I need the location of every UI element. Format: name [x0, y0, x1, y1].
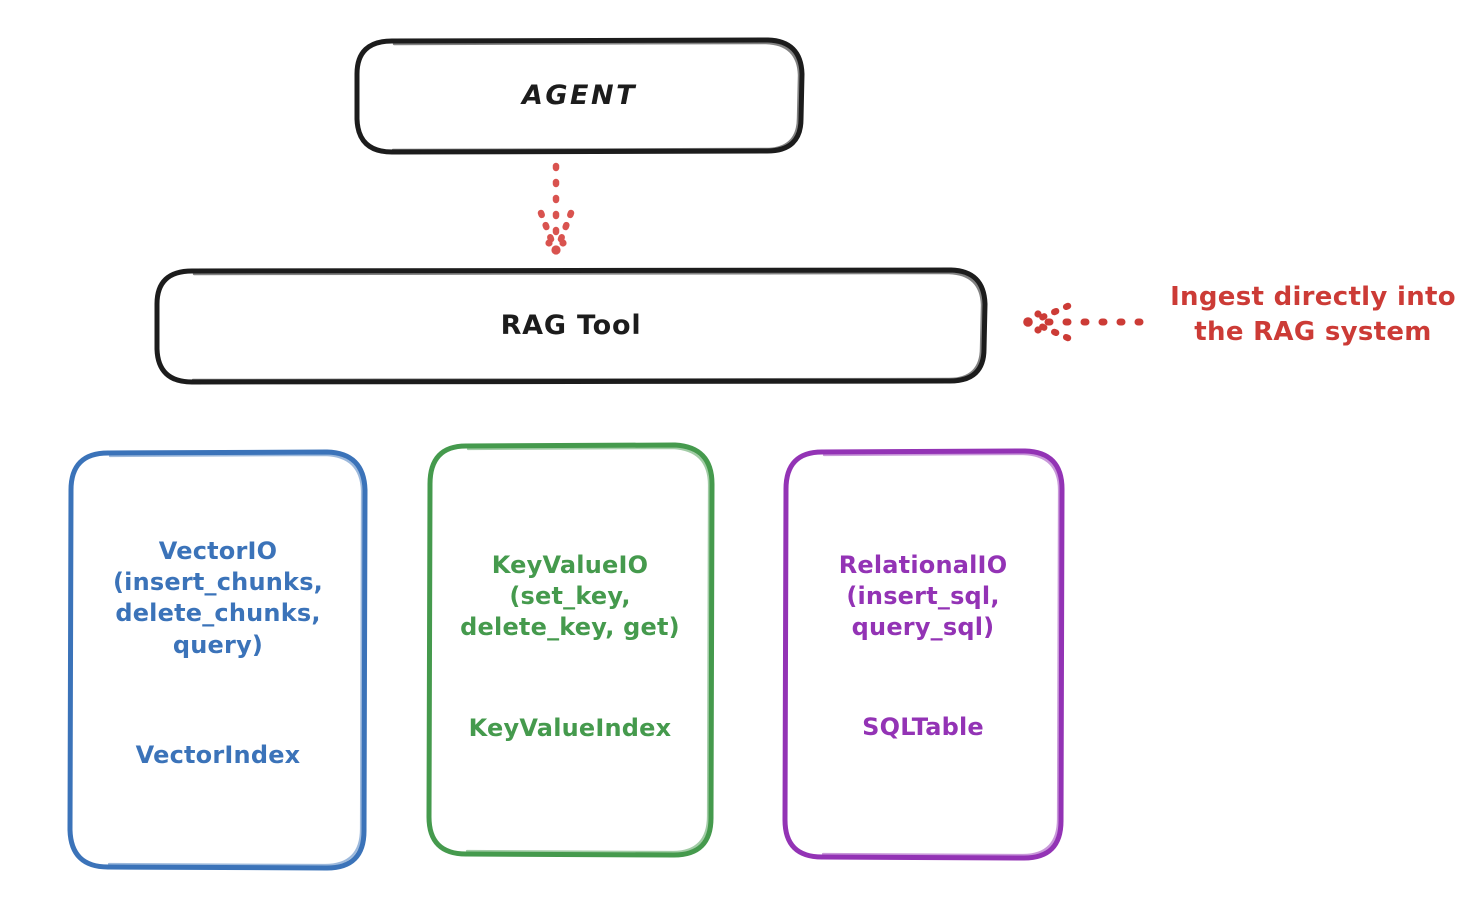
ingest-annotation-text: Ingest directly into the RAG system: [1170, 282, 1456, 347]
relational-io-box[interactable]: [782, 448, 1065, 861]
relational-io-api-label: RelationalIO (insert_sql, query_sql): [838, 551, 1008, 642]
key-value-io-api-label: KeyValueIO (set_key, delete_key, get): [460, 551, 680, 642]
agent-box[interactable]: [354, 37, 805, 155]
rag-tool-label: RAG Tool: [500, 309, 642, 341]
key-value-io-box[interactable]: [426, 442, 715, 858]
ingest-arrow-connector: [1023, 302, 1144, 342]
vector-io-api-label: VectorIO (insert_chunks, delete_chunks, …: [113, 537, 323, 659]
agent-to-rag-connector: [537, 162, 575, 255]
rag-tool-box[interactable]: [154, 267, 988, 385]
vector-io-box[interactable]: [67, 449, 368, 871]
vector-index-label: VectorIndex: [135, 741, 301, 769]
sql-table-label: SQLTable: [862, 713, 984, 741]
agent-label: AGENT: [521, 79, 637, 111]
key-value-index-label: KeyValueIndex: [468, 714, 672, 742]
